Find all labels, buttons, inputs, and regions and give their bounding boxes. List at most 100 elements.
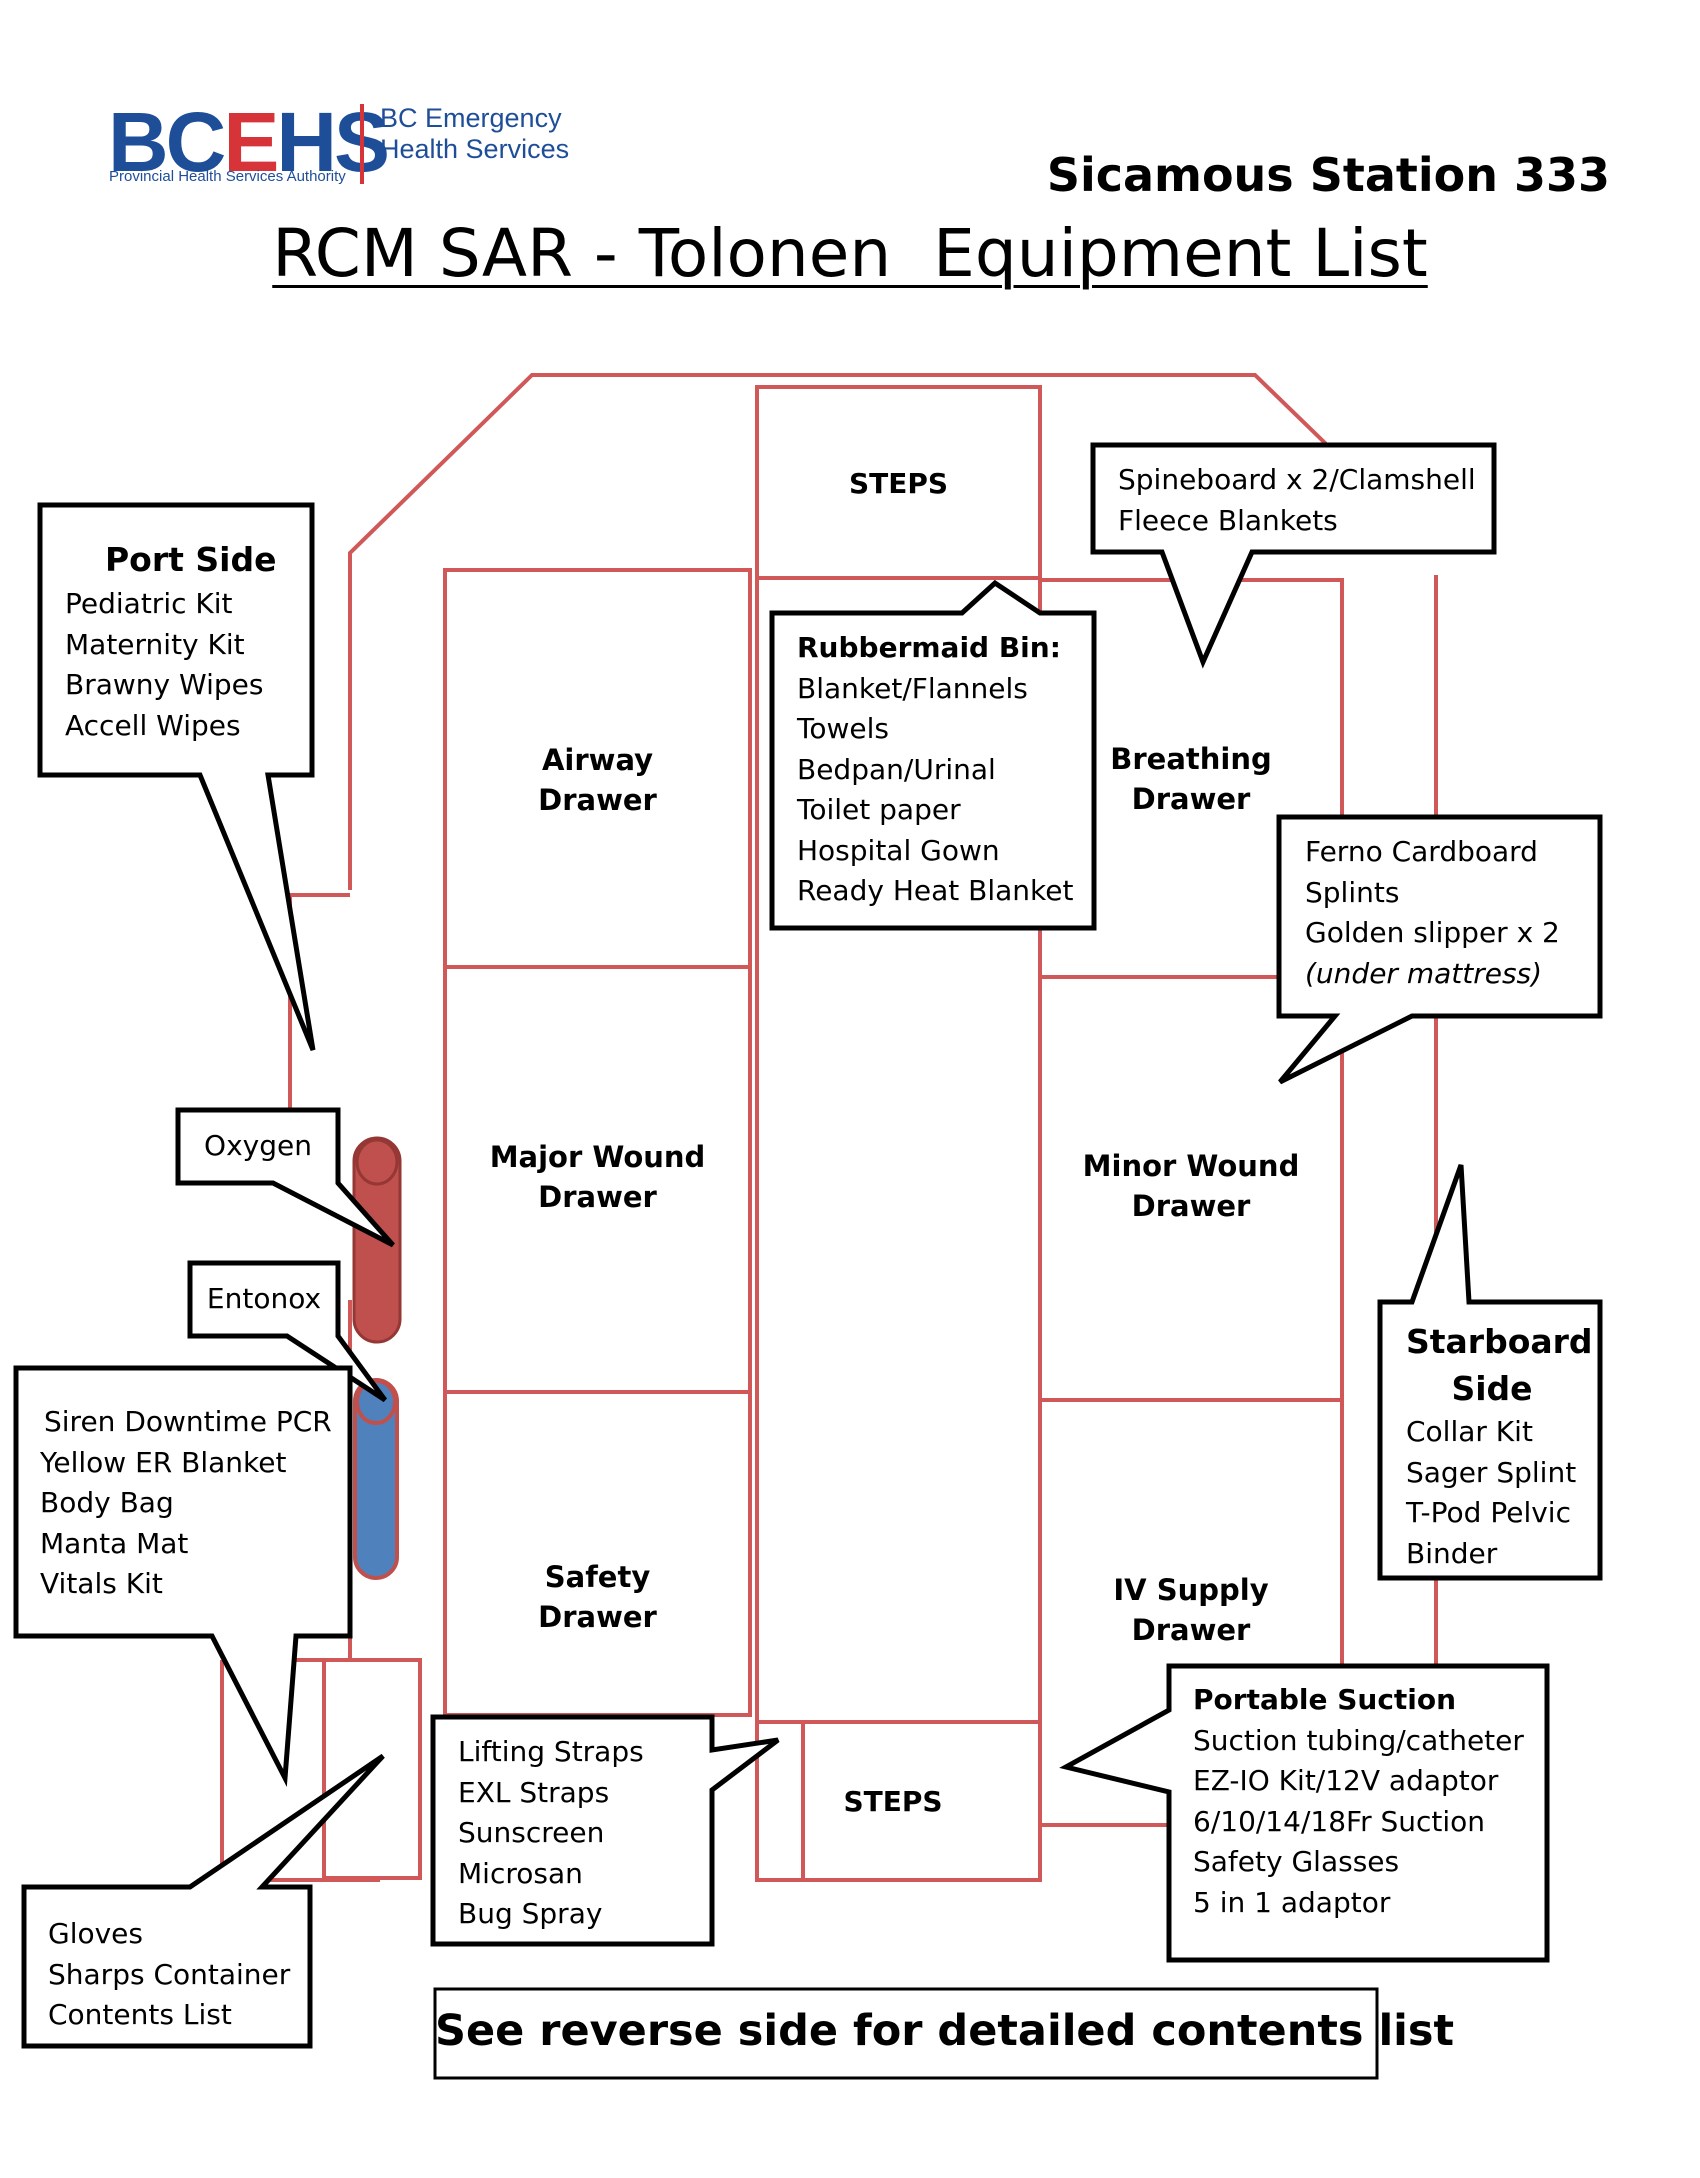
spineboard-item: Spineboard x 2/Clamshell [1118, 463, 1476, 496]
ferno-item: Golden slipper x 2 [1305, 916, 1560, 949]
portable-suction-item: 6/10/14/18Fr Suction [1193, 1804, 1486, 1838]
port-side-item: Brawny Wipes [65, 668, 264, 701]
logo-divider [360, 104, 364, 184]
gas-cylinders [352, 1136, 402, 1580]
iv-supply-label-line2: Drawer [1131, 1613, 1251, 1647]
lifting-item: Bug Spray [458, 1897, 603, 1930]
rubbermaid-item: Blanket/Flannels [797, 671, 1028, 705]
siren-item: Manta Mat [40, 1526, 189, 1560]
ferno-callout: Ferno Cardboard Splints Golden slipper x… [1305, 832, 1560, 994]
lifting-callout: Lifting Straps EXL Straps Sunscreen Micr… [458, 1732, 644, 1935]
spineboard-item: Fleece Blankets [1118, 503, 1338, 537]
port-side-item: Maternity Kit [65, 627, 245, 661]
portable-suction-title: Portable Suction [1193, 1683, 1457, 1716]
rubbermaid-title: Rubbermaid Bin: [797, 631, 1061, 664]
ferno-item: Ferno Cardboard [1305, 835, 1538, 868]
logo-name-line1: BC Emergency [380, 103, 562, 133]
portable-suction-item: EZ-IO Kit/12V adaptor [1193, 1764, 1499, 1797]
steps-top-label: STEPS [848, 467, 949, 500]
ferno-item: Splints [1305, 875, 1400, 909]
rubbermaid-balloon [769, 579, 1097, 931]
starboard-side-title-line1: Starboard [1406, 1322, 1593, 1361]
minor-wound-drawer-label: Minor Wound Drawer [1040, 1146, 1342, 1226]
portable-suction-balloon [1059, 1663, 1550, 1963]
bcehs-logo: BCEHS [108, 100, 390, 184]
layout-outline [220, 373, 1520, 1882]
portable-suction-callout: Portable Suction Suction tubing/catheter… [1193, 1680, 1524, 1923]
iv-supply-label-line1: IV Supply [1113, 1573, 1269, 1607]
reverse-side-note: See reverse side for detailed contents l… [435, 2006, 1455, 2056]
siren-balloon [13, 1365, 353, 1787]
siren-item: Siren Downtime PCR [44, 1405, 332, 1438]
minor-wound-label-line2: Drawer [1131, 1189, 1251, 1223]
callout-balloons [13, 442, 1603, 2049]
oxygen-label: Oxygen [204, 1129, 312, 1162]
siren-callout: Siren Downtime PCR Yellow ER Blanket Bod… [40, 1402, 332, 1605]
station-name: Sicamous Station 333 [1046, 148, 1610, 202]
footer-frame [433, 1987, 1379, 2080]
major-wound-drawer-label: Major Wound Drawer [445, 1137, 750, 1217]
port-side-title: Port Side [105, 540, 277, 579]
rubbermaid-item: Ready Heat Blanket [797, 874, 1074, 907]
breathing-drawer-label-line2: Drawer [1131, 782, 1251, 816]
gloves-item: Gloves [48, 1917, 143, 1950]
port-side-item: Accell Wipes [65, 708, 241, 742]
port-side-item: Pediatric Kit [65, 587, 233, 620]
logo-authority: Provincial Health Services Authority [109, 168, 346, 185]
rubbermaid-item: Hospital Gown [797, 833, 1000, 867]
rubbermaid-item: Towels [797, 712, 889, 745]
port-side-callout: Port Side Pediatric Kit Maternity Kit Br… [65, 536, 276, 746]
safety-drawer-label: Safety Drawer [445, 1557, 750, 1637]
spineboard-balloon [1090, 442, 1497, 669]
port-side-balloon [37, 502, 316, 1051]
lifting-item: EXL Straps [458, 1775, 610, 1809]
ferno-balloon [1276, 814, 1603, 1085]
siren-item: Body Bag [40, 1486, 174, 1519]
airway-drawer-label: Airway Drawer [445, 740, 750, 820]
siren-item: Yellow ER Blanket [40, 1445, 287, 1479]
safety-drawer-label-line2: Drawer [538, 1600, 657, 1634]
entonox-cylinder-top [355, 1379, 397, 1425]
starboard-side-title-line2: Side [1451, 1369, 1533, 1408]
ferno-item-note: (under mattress) [1305, 956, 1543, 990]
steps-bottom-label: STEPS [843, 1785, 943, 1818]
portable-suction-item: Suction tubing/catheter [1193, 1723, 1524, 1757]
entonox-label: Entonox [206, 1282, 322, 1315]
lifting-item: Microsan [458, 1856, 583, 1890]
starboard-side-item: Sager Splint [1406, 1455, 1577, 1489]
lifting-item: Sunscreen [458, 1816, 605, 1849]
logo-wordmark: BCEHS [108, 100, 390, 184]
gloves-callout: Gloves Sharps Container Contents List [48, 1914, 290, 2036]
safety-drawer-label-line1: Safety [544, 1560, 651, 1594]
rubbermaid-callout: Rubbermaid Bin: Blanket/Flannels Towels … [797, 628, 1073, 912]
gloves-item: Sharps Container [48, 1957, 291, 1991]
airway-drawer-label-line1: Airway [541, 743, 654, 777]
portable-suction-item: 5 in 1 adaptor [1193, 1885, 1391, 1919]
gloves-balloon [21, 1753, 385, 2049]
oxygen-cylinder-top [355, 1138, 399, 1186]
logo-letters-bc: BC [108, 95, 226, 189]
airway-drawer-label-line2: Drawer [538, 783, 657, 817]
portable-suction-item: Safety Glasses [1193, 1845, 1400, 1878]
logo-letters-hs: HS [276, 95, 390, 189]
gloves-item: Contents List [48, 1998, 232, 2031]
oxygen-cylinder[interactable] [352, 1136, 402, 1344]
starboard-side-item: Collar Kit [1406, 1415, 1533, 1448]
major-wound-label-line2: Drawer [538, 1180, 657, 1214]
spineboard-callout: Spineboard x 2/Clamshell Fleece Blankets [1118, 460, 1476, 541]
rear-left-box [322, 1658, 422, 1880]
rubbermaid-item: Bedpan/Urinal [797, 752, 996, 786]
major-wound-label-line1: Major Wound [489, 1140, 706, 1174]
starboard-side-item: T-Pod Pelvic [1406, 1496, 1571, 1529]
breathing-drawer-label: Breathing Drawer [1040, 739, 1342, 819]
lifting-item: Lifting Straps [458, 1735, 644, 1768]
starboard-side-callout: Starboard Side Collar Kit Sager Splint T… [1406, 1318, 1593, 1574]
logo-name-line2: Health Services [380, 134, 570, 164]
starboard-side-balloon [1377, 1164, 1603, 1581]
page-title: RCM SAR - Tolonen Equipment List [272, 215, 1428, 292]
oxygen-balloon [175, 1107, 395, 1248]
siren-item: Vitals Kit [40, 1567, 163, 1600]
starboard-side-item: Binder [1406, 1536, 1498, 1570]
